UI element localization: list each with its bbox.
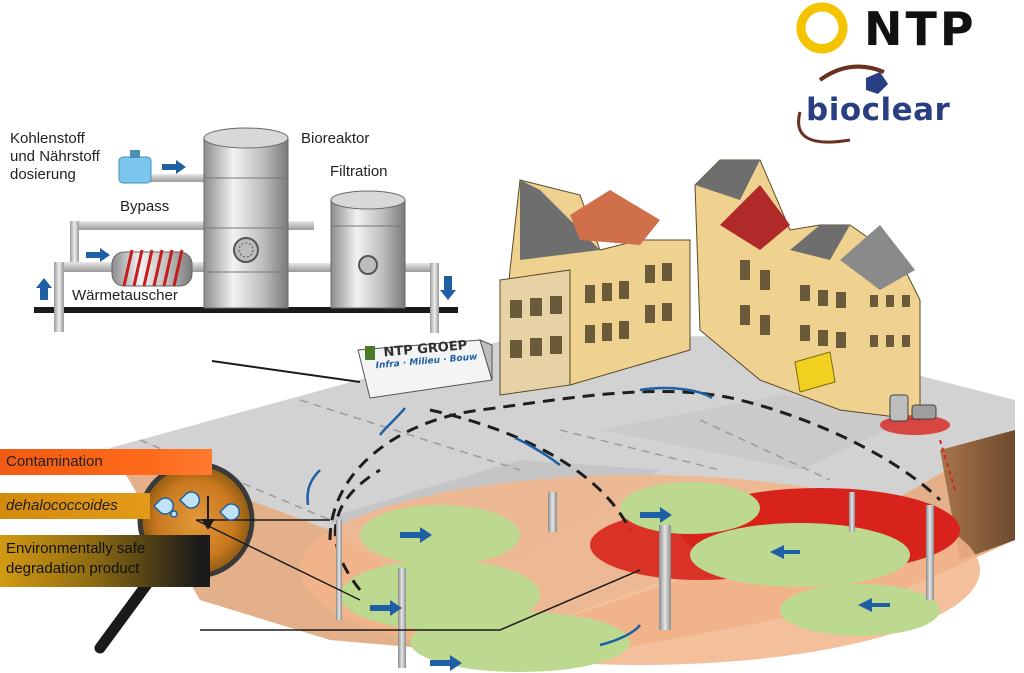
treatment-plant — [34, 127, 458, 333]
legend-bacteria: dehalococcoides — [0, 493, 150, 519]
dosing-label: Kohlenstoff und Nährstoff dosierung — [10, 130, 100, 183]
dosing-tank — [118, 156, 152, 184]
monitoring-wells — [336, 492, 934, 668]
bioreactor-label: Bioreaktor — [301, 130, 370, 147]
treated-zone-1 — [360, 505, 520, 565]
ntp-logo — [796, 2, 848, 54]
treated-zone-3 — [410, 612, 630, 672]
plant-flow-arrows — [36, 160, 456, 300]
heat-exchanger — [111, 249, 193, 287]
waste-barrels — [880, 394, 956, 491]
degradation-arrow — [201, 496, 215, 530]
circulation-path — [328, 389, 942, 591]
magnifier-handle — [94, 574, 156, 654]
legend-contamination: Contamination — [0, 449, 212, 475]
buildings — [499, 159, 921, 421]
treated-zone-5 — [690, 523, 910, 587]
heat-exchanger-label: Wärmetauscher — [72, 287, 178, 304]
filtration-label: Filtration — [330, 163, 388, 180]
flow-arrows — [370, 507, 890, 671]
curved-flow-arrows — [306, 386, 713, 647]
bioreactor-tank — [203, 127, 289, 309]
plant-base — [34, 307, 458, 313]
site-container — [357, 339, 493, 399]
bioclear-logo — [797, 64, 888, 144]
legend-product: Environmentally safe degradation product — [0, 535, 210, 587]
bioclear-logo-text: bioclear — [806, 92, 951, 128]
bypass-label: Bypass — [120, 198, 170, 215]
treated-zone-4 — [620, 482, 760, 534]
treated-zone-6 — [780, 584, 940, 636]
filtration-tank — [330, 190, 406, 309]
ntp-logo-text: NTP — [864, 2, 977, 56]
bacteria-icons — [152, 491, 241, 521]
